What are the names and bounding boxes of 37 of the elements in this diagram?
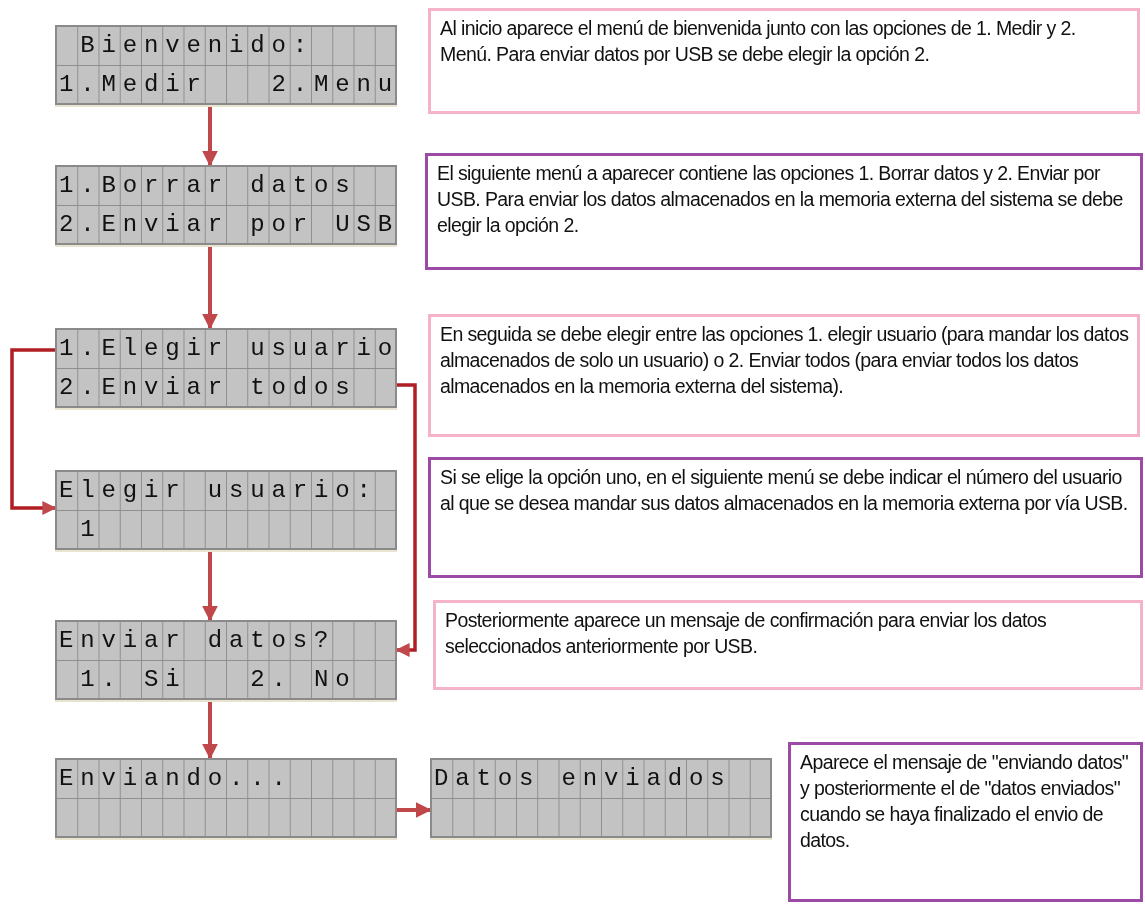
arrow: [202, 550, 218, 622]
lcd-text: 1: [79, 515, 102, 545]
description-text: Posteriormente aparece un mensaje de confirmación para enviar los datos seleccionados anteriormente por USB.: [445, 608, 1048, 659]
description-box: [428, 457, 1143, 578]
arrow: [397, 802, 432, 818]
description-text: Aparece el mensaje de "enviando datos" y posteriormente el de "datos enviados" cuando se haya finalizado el envio de datos.: [800, 750, 1130, 853]
description-text: Si se elige la opción uno, en el siguiente menú se debe indicar el número del usuario al que se desea mandar sus datos almacenados en la memoria externa por vía USB.: [440, 465, 1129, 516]
lcd-text: 1.Elegir usuario: [59, 334, 400, 364]
description-box: [425, 153, 1143, 270]
arrow: [202, 700, 218, 760]
lcd-text: Bienvenido:: [79, 31, 315, 61]
lcd-display: [55, 620, 397, 700]
description-text: En seguida se debe elegir entre las opciones 1. elegir usuario (para mandar los datos almacenados de solo un usuario) o 2. Enviar todos (para enviar todos los datos almacenados en la memoria externa del sistema).: [440, 322, 1130, 399]
lcd-display: [55, 165, 397, 245]
lcd-text: 1.Borrar datos: [59, 171, 357, 201]
lcd-text: Datos enviados: [434, 764, 732, 794]
lcd-text: 2.Enviar todos: [59, 373, 357, 403]
lcd-text: Enviar datos?: [59, 626, 336, 656]
description-box: [433, 600, 1143, 690]
description-text: Al inicio aparece el menú de bienvenida junto con las opciones de 1. Medir y 2. Menú. Para enviar datos por USB se debe elegir la opción 2.: [440, 16, 1077, 67]
lcd-text: 1.Medir 2.Menu: [59, 70, 400, 100]
description-box: [788, 742, 1143, 902]
arrow: [10, 348, 57, 515]
lcd-text: Elegir usuario:: [59, 476, 378, 506]
arrow: [202, 105, 218, 167]
description-text: El siguiente menú a aparecer contiene las opciones 1. Borrar datos y 2. Enviar por USB. Para enviar los datos almacenados en la memoria externa del sistema se debe elegir la opción 2.: [437, 161, 1124, 238]
lcd-display: [55, 25, 397, 105]
lcd-text: 2.Enviar por USB: [59, 210, 400, 240]
lcd-text: 1. Si 2. No: [79, 665, 357, 695]
arrow: [202, 245, 218, 330]
lcd-display: [430, 758, 772, 838]
lcd-display: [55, 328, 397, 408]
description-box: [428, 314, 1140, 437]
description-box: [428, 8, 1140, 114]
lcd-text: Enviando...: [59, 764, 293, 794]
lcd-display: [55, 758, 397, 838]
lcd-display: [55, 470, 397, 550]
